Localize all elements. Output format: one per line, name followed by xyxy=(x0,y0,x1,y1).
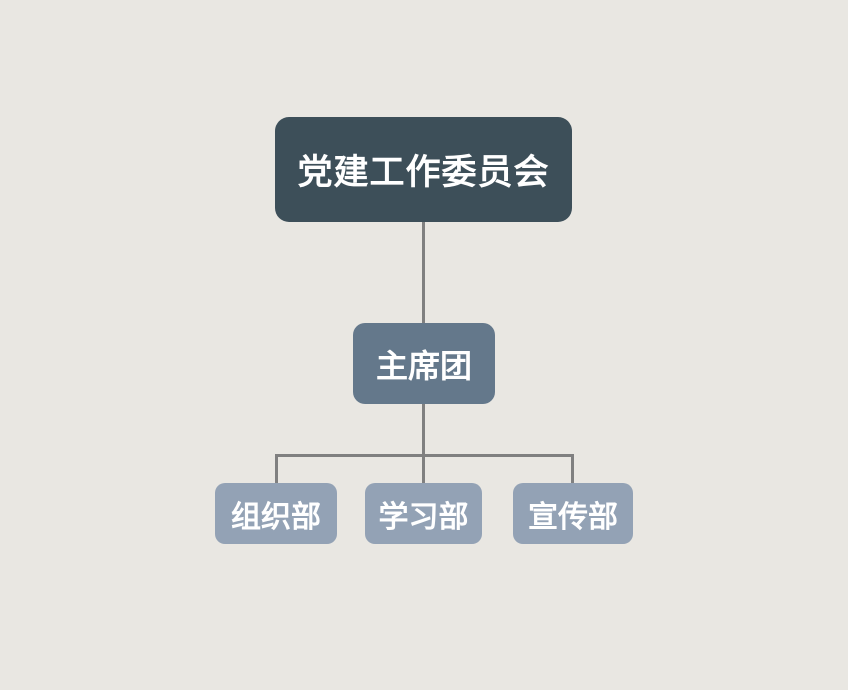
connector-drop-publicity xyxy=(571,456,574,483)
org-node-organization-label: 组织部 xyxy=(231,499,321,535)
org-node-study-label: 学习部 xyxy=(378,499,469,535)
org-node-presidium-label: 主席团 xyxy=(375,346,472,385)
connector-horizontal-rail xyxy=(275,454,574,457)
connector-drop-study xyxy=(422,456,425,483)
connector-presidium-to-rail xyxy=(422,404,425,456)
org-node-publicity-label: 宣传部 xyxy=(528,499,618,535)
org-node-presidium[interactable]: 主席团 xyxy=(353,323,495,404)
connector-root-to-presidium xyxy=(422,222,425,323)
connector-drop-organization xyxy=(275,456,278,483)
org-node-organization[interactable]: 组织部 xyxy=(215,483,337,544)
org-node-root[interactable]: 党建工作委员会 xyxy=(275,117,572,222)
org-node-root-label: 党建工作委员会 xyxy=(297,152,550,193)
org-node-publicity[interactable]: 宣传部 xyxy=(513,483,633,544)
org-node-study[interactable]: 学习部 xyxy=(365,483,482,544)
